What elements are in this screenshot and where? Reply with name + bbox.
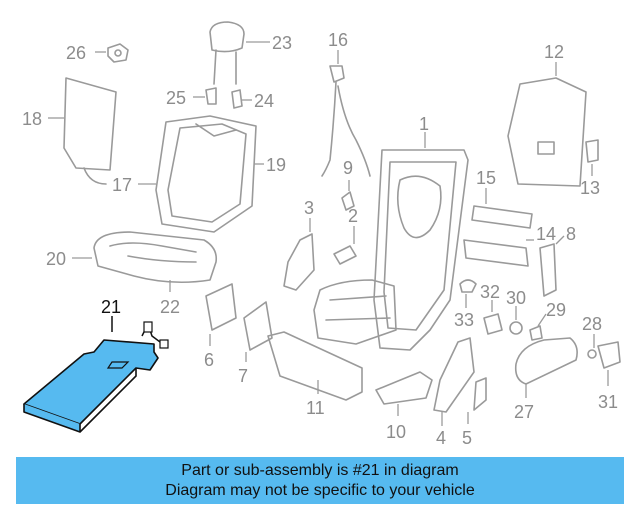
callout-2[interactable]: 2 [348, 206, 358, 226]
parts-diagram: 26 23 25 24 18 19 17 20 22 [22, 21, 621, 448]
banner-line-2: Diagram may not be specific to your vehi… [165, 481, 475, 499]
part-32-pivot [483, 313, 503, 335]
part-6-bracket [205, 283, 237, 331]
callout-27[interactable]: 27 [514, 402, 534, 422]
part-7-bracket [243, 301, 273, 351]
part-1-frame [313, 149, 469, 351]
callout-28[interactable]: 28 [582, 314, 602, 334]
callout-3[interactable]: 3 [304, 198, 314, 218]
callout-8[interactable]: 8 [566, 224, 576, 244]
callout-15[interactable]: 15 [476, 168, 496, 188]
callout-9[interactable]: 9 [343, 158, 353, 178]
info-banner: Part or sub-assembly is #21 in diagram D… [16, 457, 624, 504]
part-19-seatback-cover [155, 115, 257, 233]
part-33-knob [459, 279, 477, 293]
callout-25[interactable]: 25 [166, 88, 186, 108]
part-3-bracket [283, 233, 315, 291]
callout-19[interactable]: 19 [266, 155, 286, 175]
callout-14[interactable]: 14 [536, 224, 556, 244]
part-20-cushion [93, 231, 218, 284]
callout-24[interactable]: 24 [254, 91, 274, 111]
part-26-clip [107, 43, 129, 63]
part-24-guide [231, 89, 243, 109]
callout-11[interactable]: 11 [306, 398, 325, 418]
part-5-cover [473, 377, 487, 411]
part-11-trim [267, 331, 363, 401]
callout-33[interactable]: 33 [454, 310, 474, 330]
callout-5[interactable]: 5 [462, 428, 472, 448]
part-2-bracket [333, 245, 357, 265]
part-23-headrest [209, 21, 245, 85]
part-18-back-panel [63, 77, 117, 185]
part-8-bracket [539, 243, 557, 297]
part-25-guide [205, 87, 217, 105]
callout-29[interactable]: 29 [546, 300, 566, 320]
callout-10[interactable]: 10 [386, 422, 406, 442]
part-27-armrest [514, 337, 578, 385]
callout-18[interactable]: 18 [22, 109, 42, 129]
part-21-highlighted-mat[interactable] [23, 321, 169, 433]
callout-12[interactable]: 12 [544, 42, 564, 62]
part-29-cap [529, 325, 543, 341]
part-12-panel [507, 77, 587, 187]
part-15-rail [471, 205, 533, 229]
callout-17[interactable]: 17 [112, 175, 132, 195]
part-30-bushing [509, 321, 523, 335]
banner-line-1: Part or sub-assembly is #21 in diagram [181, 461, 459, 479]
callout-7[interactable]: 7 [238, 366, 248, 386]
callout-1[interactable]: 1 [419, 114, 429, 134]
callout-16[interactable]: 16 [328, 30, 348, 50]
callout-4[interactable]: 4 [436, 428, 446, 448]
callout-30[interactable]: 30 [506, 288, 526, 308]
callout-6[interactable]: 6 [204, 350, 214, 370]
callout-22[interactable]: 22 [160, 297, 180, 317]
part-4-cover [433, 337, 475, 413]
part-13-clip [585, 139, 599, 163]
callout-13[interactable]: 13 [580, 178, 600, 198]
part-31-cap [597, 341, 621, 369]
part-16-cable [321, 65, 371, 177]
callout-21[interactable]: 21 [101, 297, 121, 317]
callout-26[interactable]: 26 [66, 43, 86, 63]
callout-32[interactable]: 32 [480, 282, 500, 302]
callout-23[interactable]: 23 [272, 33, 292, 53]
part-10-cover [375, 371, 433, 405]
callout-31[interactable]: 31 [598, 392, 618, 412]
callout-20[interactable]: 20 [46, 249, 66, 269]
part-9-clip [341, 191, 355, 211]
part-28-nut [587, 349, 597, 359]
part-14-rail [463, 239, 529, 267]
